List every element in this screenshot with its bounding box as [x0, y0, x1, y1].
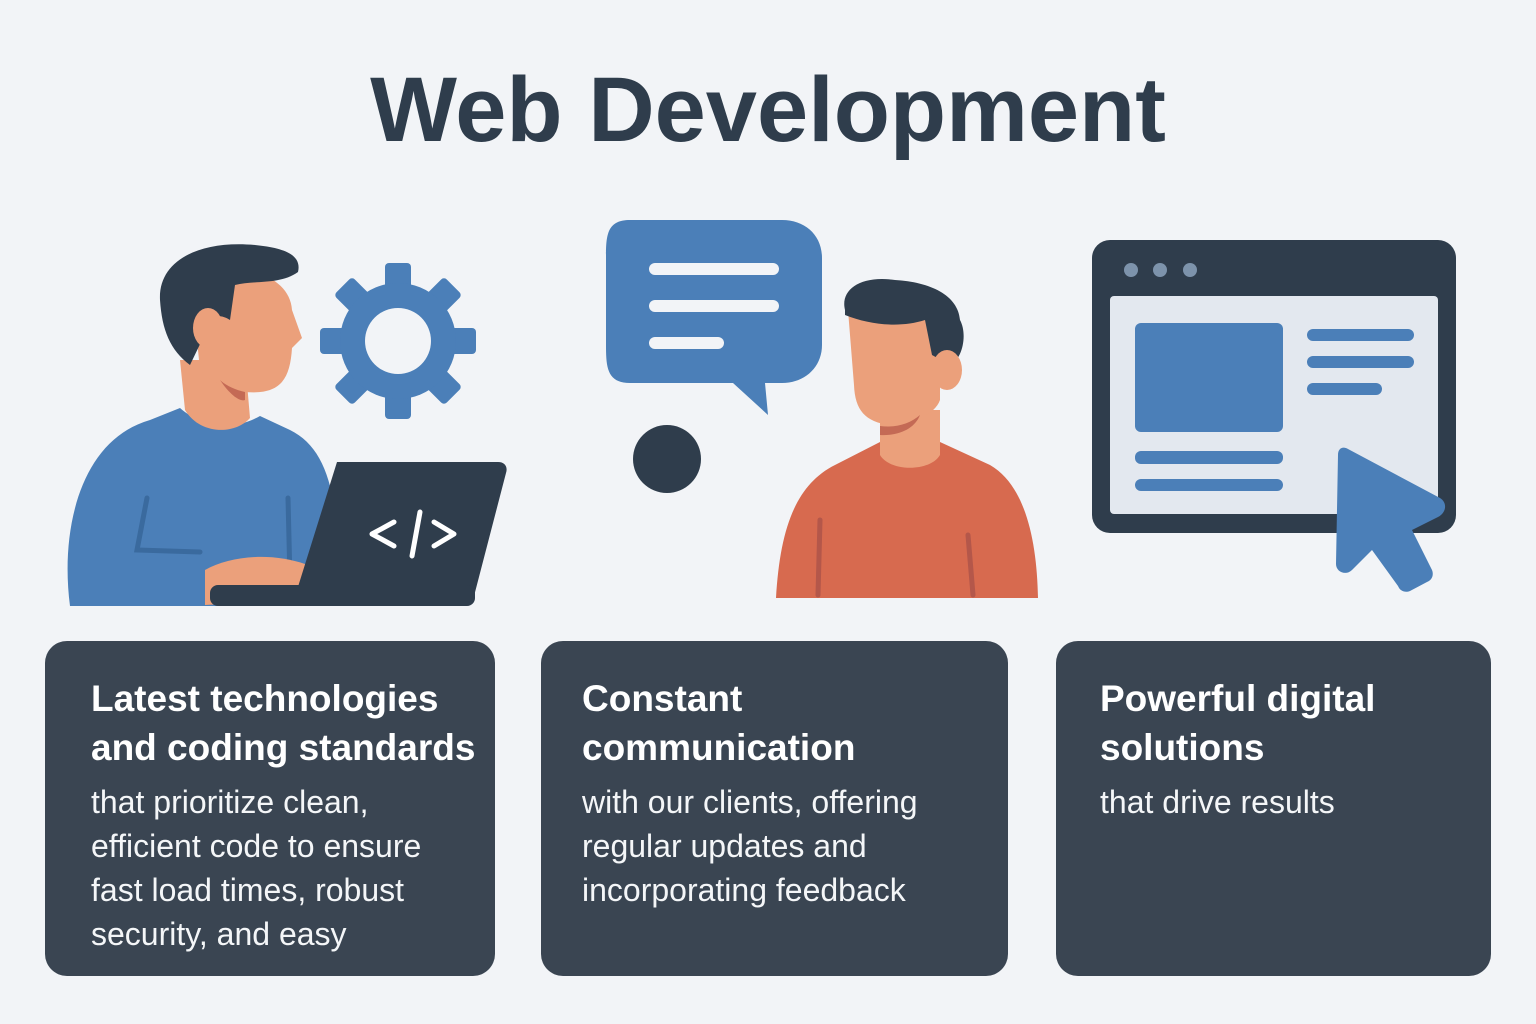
card-heading: Constant communication	[582, 674, 994, 772]
heading-line: solutions	[1100, 727, 1265, 768]
card-body: with our clients, offering regular updat…	[582, 780, 994, 912]
communication-illustration	[606, 220, 1038, 598]
body-line: efficient code to ensure	[91, 828, 422, 864]
page-title: Web Development	[370, 59, 1166, 161]
feature-card-communication: Constant communication with our clients,…	[541, 641, 1008, 976]
code-brackets-icon	[369, 509, 457, 559]
heading-line: Powerful digital	[1100, 678, 1376, 719]
browser-illustration	[1092, 240, 1456, 592]
shirt-shape	[67, 408, 340, 606]
speech-bubble-icon	[606, 220, 822, 415]
heading-line: Latest technologies	[91, 678, 439, 719]
laptop-icon	[292, 462, 507, 606]
body-line: security, and easy	[91, 916, 347, 952]
body-line: with our clients, offering	[582, 784, 918, 820]
body-line: that prioritize clean,	[91, 784, 369, 820]
body-line: regular updates and	[582, 828, 867, 864]
body-line: incorporating feedback	[582, 872, 906, 908]
heading-line: communication	[582, 727, 856, 768]
card-heading: Latest technologies and coding standards	[91, 674, 481, 772]
card-body: that prioritize clean, efficient code to…	[91, 780, 481, 956]
card-body: that drive results	[1100, 780, 1477, 824]
card-heading: Powerful digital solutions	[1100, 674, 1477, 772]
dot-icon	[633, 425, 701, 493]
cursor-icon	[1336, 447, 1446, 592]
gear-icon	[320, 263, 476, 419]
heading-line: and coding standards	[91, 727, 476, 768]
heading-line: Constant	[582, 678, 743, 719]
developer-illustration	[67, 244, 507, 606]
feature-card-solutions: Powerful digital solutions that drive re…	[1056, 641, 1491, 976]
body-line: fast load times, robust	[91, 872, 405, 908]
feature-card-technologies: Latest technologies and coding standards…	[45, 641, 495, 976]
body-line: that drive results	[1100, 784, 1335, 820]
